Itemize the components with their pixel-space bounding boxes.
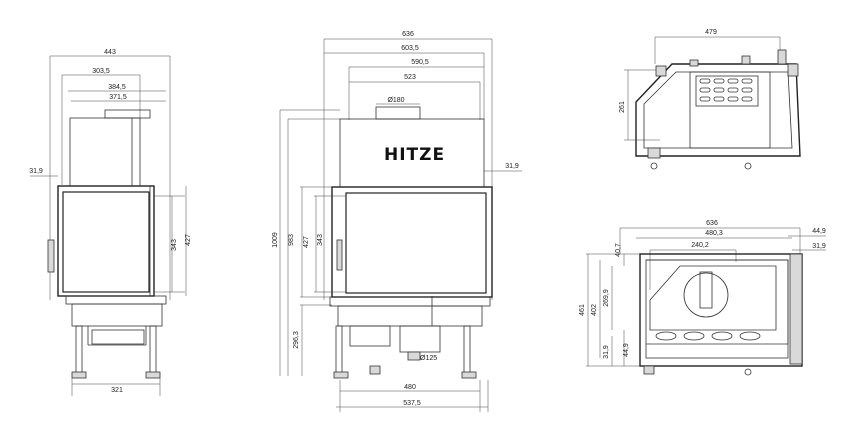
hitze-logo: HITZE [384, 145, 445, 165]
dim-flue-180: Ø180 [387, 97, 404, 104]
dim-443: 443 [104, 49, 116, 56]
dim-44-9-plan-right: 44,9 [812, 228, 826, 235]
dim-31-9-plan-left: 31,9 [603, 345, 610, 359]
grille-slots [699, 78, 753, 102]
front-view: 636 603,5 590,5 523 Ø180 HITZE 31,9 1009… [272, 31, 522, 412]
dim-636-front: 636 [402, 31, 414, 38]
dim-31-9-side: 31,9 [29, 168, 43, 175]
dim-31-9-plan-right: 31,9 [812, 243, 826, 250]
dim-461: 461 [579, 304, 586, 316]
dim-590-5: 590,5 [411, 59, 429, 66]
dim-402: 402 [591, 304, 598, 316]
dim-480-3: 480,3 [705, 230, 723, 237]
dim-1009: 1009 [272, 232, 279, 248]
dim-240-2: 240,2 [691, 242, 709, 249]
dim-343-side: 343 [171, 239, 178, 251]
dim-31-9-front: 31,9 [505, 163, 519, 170]
dim-269-9: 269,9 [603, 289, 610, 307]
dim-603-5: 603,5 [401, 45, 419, 52]
dim-427-front: 427 [303, 236, 310, 248]
dim-44-9-plan-left: 44,9 [623, 343, 630, 357]
top-section-view: 479 261 [619, 29, 801, 170]
dim-343-front: 343 [317, 234, 324, 246]
dim-480-front: 480 [404, 384, 416, 391]
dim-523: 523 [404, 74, 416, 81]
dim-40-7: 40,7 [615, 243, 622, 257]
dim-intake-125: Ø125 [420, 355, 437, 362]
dim-296-3: 296,3 [293, 331, 300, 349]
dim-303-5: 303,5 [92, 68, 110, 75]
plan-view: 636 480,3 240,2 461 402 269,9 40,7 [579, 220, 826, 376]
dim-983: 983 [288, 234, 295, 246]
dim-537-5: 537,5 [403, 400, 421, 407]
side-view: 443 303,5 384,5 371,5 31,9 343 427 [29, 49, 192, 396]
dim-384-5: 384,5 [108, 84, 126, 91]
dim-479: 479 [705, 29, 717, 36]
dim-321: 321 [111, 387, 123, 394]
dim-371-5: 371,5 [109, 94, 127, 101]
dim-261: 261 [619, 101, 626, 113]
dim-636-plan: 636 [706, 220, 718, 227]
dim-427-side: 427 [185, 234, 192, 246]
